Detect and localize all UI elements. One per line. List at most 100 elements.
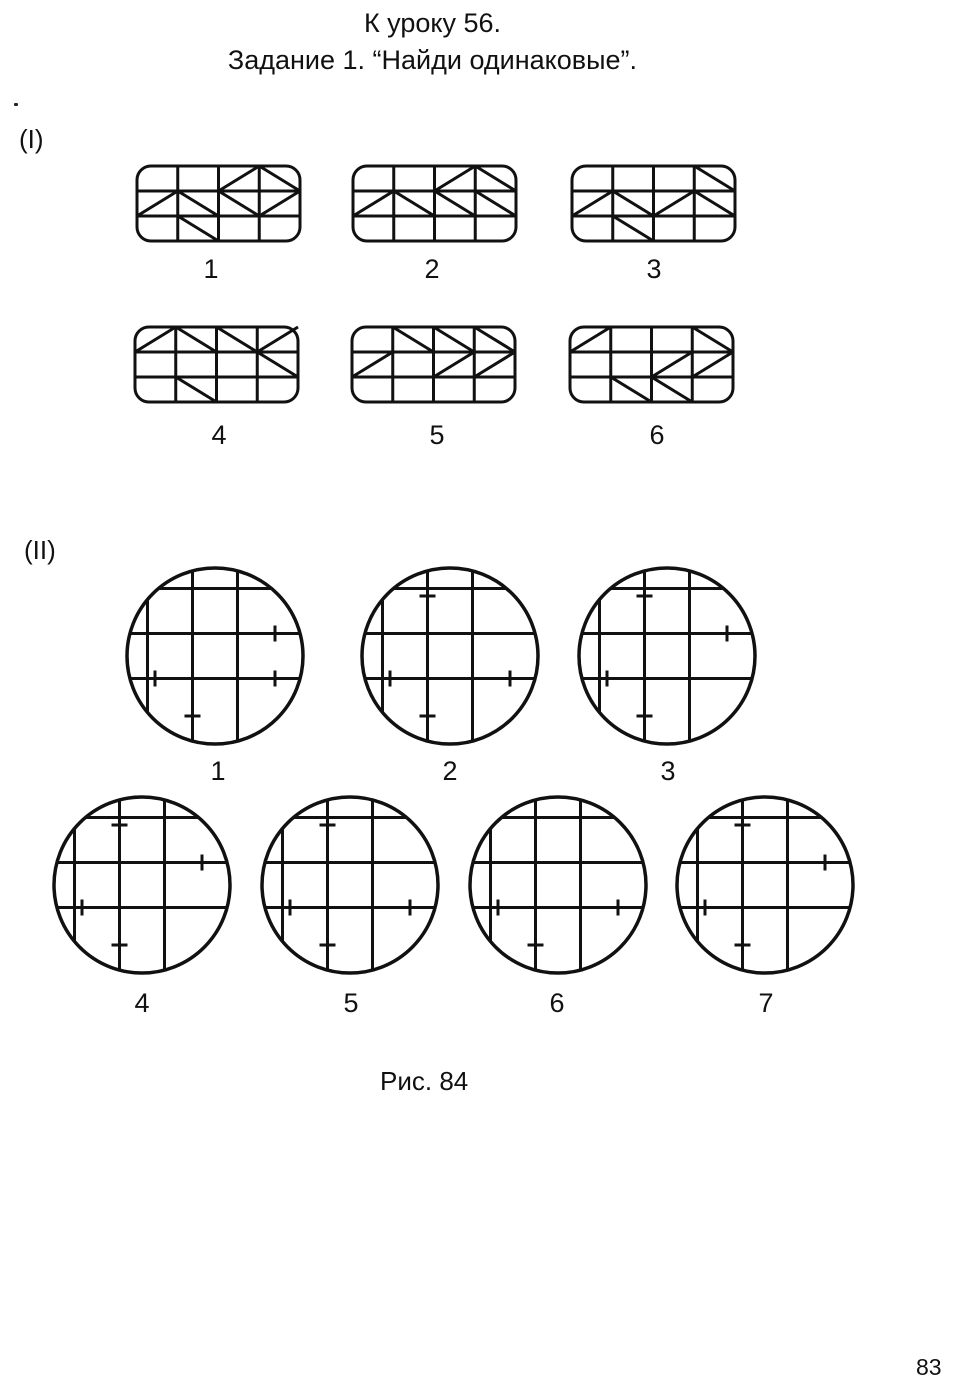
task-title: Задание 1. “Найди одинаковые”. <box>227 45 638 75</box>
diagonal-line <box>432 325 476 354</box>
section-1-label: (I) <box>19 124 44 154</box>
plus-sign <box>111 817 128 833</box>
plus-sign <box>319 817 336 833</box>
plus-sign <box>697 899 713 916</box>
plus-sign <box>572 854 589 871</box>
pattern-figure-1 <box>135 164 302 243</box>
plus-sign <box>734 937 751 953</box>
plus-sign <box>490 899 506 916</box>
plus-sign <box>734 817 751 833</box>
diagonal-line <box>174 325 218 354</box>
plus-sign <box>156 899 173 916</box>
diagonal-line <box>134 325 177 354</box>
diagonal-line <box>351 350 394 379</box>
plus-sign <box>464 625 481 642</box>
figure-number: 6 <box>649 420 664 450</box>
diagonal-line <box>611 189 655 218</box>
figure-number: 2 <box>442 756 457 786</box>
plus-sign <box>382 670 398 687</box>
figure-number: 6 <box>549 988 564 1018</box>
plus-sign <box>502 670 518 687</box>
diagonal-line <box>433 164 477 193</box>
plus-sign <box>419 588 436 604</box>
circle-outline <box>675 795 855 975</box>
figure-number: 1 <box>210 756 225 786</box>
diagonal-line <box>174 375 218 404</box>
figure-number: 3 <box>660 756 675 786</box>
figure-number: 5 <box>429 420 444 450</box>
pattern-figure-2 <box>351 164 518 243</box>
diagonal-line <box>215 325 259 354</box>
figure-number: 7 <box>758 988 773 1018</box>
plus-sign <box>282 899 298 916</box>
diagonal-line <box>473 325 516 354</box>
figure-number: 5 <box>343 988 358 1018</box>
plus-sign <box>527 854 544 871</box>
circle-figure-4 <box>52 795 232 975</box>
diagonal-line <box>433 189 477 218</box>
pattern-figure-5 <box>350 325 517 404</box>
diagonal-line <box>352 189 395 218</box>
plus-sign <box>267 625 283 642</box>
diagonal-line <box>652 189 696 218</box>
pattern-figure-4 <box>133 325 300 404</box>
diagonal-line <box>473 350 516 379</box>
plus-sign <box>267 670 283 687</box>
figure-number: 1 <box>203 254 218 284</box>
plus-sign <box>599 670 615 687</box>
figure-number: 2 <box>424 254 439 284</box>
diagonal-line <box>176 214 220 243</box>
figure-number: 3 <box>646 254 661 284</box>
plus-sign <box>681 625 698 642</box>
diagonal-line <box>611 214 655 243</box>
diagonal-line <box>571 189 614 218</box>
circle-figure-6 <box>468 795 648 975</box>
figure-caption: Рис. 84 <box>380 1066 469 1096</box>
plus-sign <box>636 588 653 604</box>
circle-figure-1 <box>125 566 305 746</box>
diagonal-line <box>650 350 694 379</box>
plus-sign <box>419 708 436 724</box>
figure-number: 4 <box>211 420 226 450</box>
diagonal-line <box>258 164 301 193</box>
diagonal-line <box>217 164 261 193</box>
plus-sign <box>74 899 90 916</box>
plus-sign <box>402 899 418 916</box>
plus-sign <box>719 625 735 642</box>
diagonal-line <box>432 350 476 379</box>
diagonal-line <box>176 189 220 218</box>
diagonal-line <box>136 189 179 218</box>
plus-sign <box>364 854 381 871</box>
diagonal-line <box>691 325 734 354</box>
plus-sign <box>817 854 833 871</box>
pattern-figure-3 <box>570 164 737 243</box>
circle-outline <box>125 566 305 746</box>
circle-outline <box>468 795 648 975</box>
diagonal-line <box>693 164 736 193</box>
diagonal-line <box>569 325 612 354</box>
diagonal-line <box>258 189 301 218</box>
page-number: 83 <box>916 1354 942 1380</box>
diagonal-line <box>609 375 653 404</box>
circle-outline <box>360 566 540 746</box>
plus-sign <box>147 670 163 687</box>
plus-sign <box>229 625 246 642</box>
plus-sign <box>194 854 210 871</box>
circle-figure-3 <box>577 566 757 746</box>
circle-figure-2 <box>360 566 540 746</box>
diagonal-line <box>392 189 436 218</box>
plus-sign <box>610 899 626 916</box>
circle-outline <box>260 795 440 975</box>
circle-figure-5 <box>260 795 440 975</box>
diagonal-line <box>256 350 299 379</box>
figure-number: 4 <box>134 988 149 1018</box>
pattern-figure-6 <box>568 325 735 404</box>
ink-mark <box>14 103 18 106</box>
diagonal-line <box>650 375 694 404</box>
diagonal-line <box>391 325 435 354</box>
diagonal-line <box>256 325 299 354</box>
plus-sign <box>111 937 128 953</box>
section-2-label: (II) <box>24 535 56 565</box>
plus-sign <box>636 708 653 724</box>
